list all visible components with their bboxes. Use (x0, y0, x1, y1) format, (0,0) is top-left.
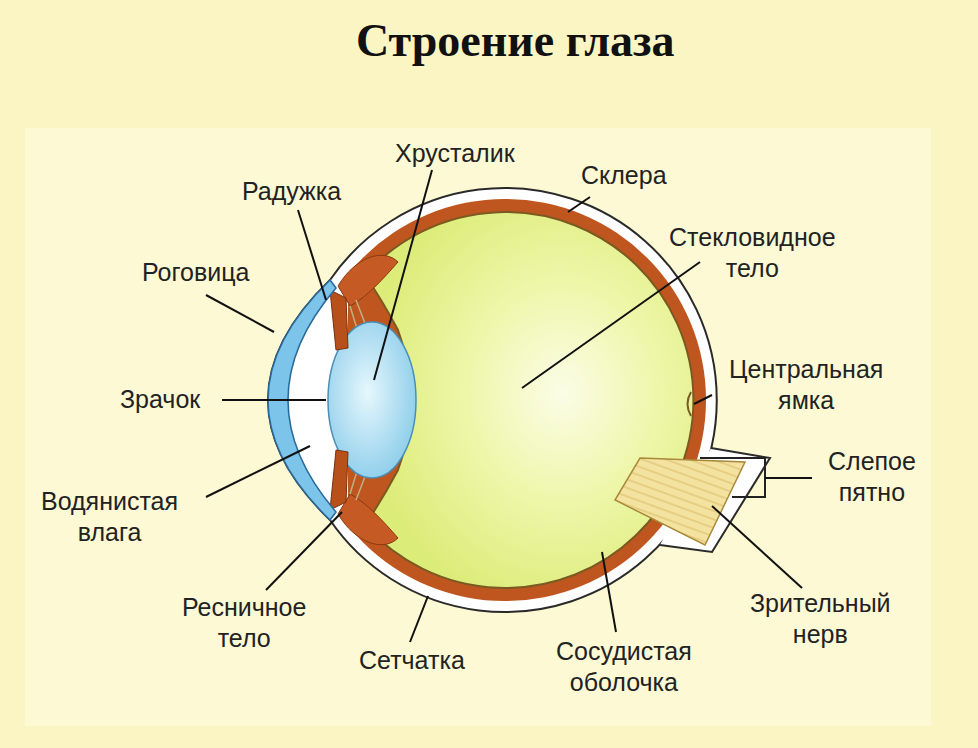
leader-line (602, 552, 616, 632)
part-label: Сосудистая оболочка (556, 636, 692, 699)
sclera (268, 188, 717, 612)
part-label: Роговица (142, 257, 249, 288)
part-label: Хрусталик (395, 138, 515, 169)
part-label: Центральная ямка (729, 354, 883, 417)
part-label: Слепое пятно (828, 446, 916, 509)
ciliary-body (338, 494, 398, 545)
bracket (700, 458, 765, 497)
part-label: Зрачок (120, 384, 200, 415)
leader-line (206, 446, 310, 497)
leader-line (374, 170, 432, 380)
leader-line (222, 399, 326, 401)
leader-line (266, 512, 342, 590)
iris (330, 450, 348, 510)
leader-line (568, 197, 590, 212)
ciliary-body (338, 255, 398, 306)
part-label: Сетчатка (359, 645, 465, 676)
leader-line (298, 210, 326, 300)
leader-line (694, 395, 712, 404)
part-label: Радужка (242, 176, 341, 207)
part-label: Ресничное тело (182, 592, 306, 655)
optic-nerve (615, 458, 745, 545)
part-label: Зрительный нерв (750, 588, 891, 651)
part-label: Водянистая влага (41, 486, 178, 549)
choroid (348, 199, 706, 601)
leader-line (712, 506, 802, 588)
iris (330, 290, 348, 350)
panel (25, 128, 931, 726)
leader-line (410, 596, 428, 642)
diagram-title: Строение глаза (356, 14, 675, 67)
leader-line (206, 295, 274, 332)
part-label: Стекловидное тело (669, 222, 836, 285)
part-label: Склера (581, 160, 667, 191)
leader-line (765, 477, 812, 479)
leader-line (522, 262, 700, 388)
fovea (688, 392, 692, 416)
